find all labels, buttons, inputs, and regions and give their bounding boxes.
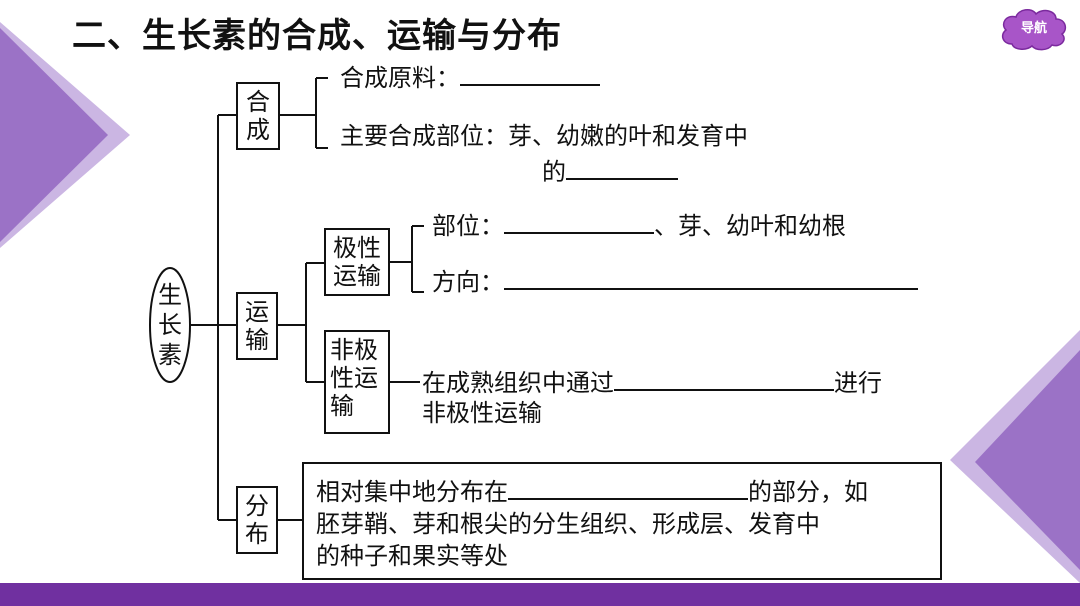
distribution-prefix: 相对集中地分布在 xyxy=(316,478,508,506)
distribution-line3: 的种子和果实等处 xyxy=(316,542,508,570)
nonpolar-label-line: 输 xyxy=(330,392,354,420)
nav-button[interactable]: 导航 xyxy=(998,6,1070,52)
transport-box: 运 输 xyxy=(236,292,278,360)
nonpolar-transport-box: 非极 性运 输 xyxy=(324,330,390,434)
nonpolar-line1: 在成熟组织中通过 进行 xyxy=(422,367,882,397)
distribution-blank xyxy=(508,476,748,500)
root-char: 生 xyxy=(158,281,182,309)
transport-char: 运 xyxy=(245,298,269,326)
page-title: 二、生长素的合成、运输与分布 xyxy=(72,16,562,56)
nonpolar-label-line: 性运 xyxy=(330,364,378,392)
main-site-line2: 的 xyxy=(542,156,678,186)
distribution-char: 分 xyxy=(245,492,269,520)
nonpolar-prefix: 在成熟组织中通过 xyxy=(422,369,614,397)
polar-direction-blank xyxy=(504,266,918,290)
raw-material-label: 合成原料： xyxy=(340,64,460,92)
synthesis-char: 成 xyxy=(246,116,270,144)
polar-direction-row: 方向： xyxy=(432,266,918,296)
root-char: 素 xyxy=(158,341,182,369)
root-label: 生 长 素 xyxy=(158,280,182,370)
synthesis-box: 合 成 xyxy=(236,82,280,150)
nonpolar-label-line: 非极 xyxy=(330,336,378,364)
polar-label-line: 运输 xyxy=(333,262,381,290)
left-triangle xyxy=(0,28,108,242)
distribution-char: 布 xyxy=(245,520,269,548)
distribution-line1: 相对集中地分布在 的部分，如 xyxy=(316,476,940,508)
nav-label: 导航 xyxy=(1020,21,1047,36)
distribution-suffix: 的部分，如 xyxy=(748,478,868,506)
main-site-blank xyxy=(566,156,678,180)
raw-material-row: 合成原料： xyxy=(340,62,600,92)
polar-site-label: 部位： xyxy=(432,212,504,240)
polar-site-suffix: 、芽、幼叶和幼根 xyxy=(654,212,846,240)
distribution-text-box: 相对集中地分布在 的部分，如 胚芽鞘、芽和根尖的分生组织、形成层、发育中 的种子和… xyxy=(302,462,942,580)
polar-transport-box: 极性 运输 xyxy=(324,228,390,296)
nonpolar-suffix: 进行 xyxy=(834,369,882,397)
polar-label-line: 极性 xyxy=(333,234,381,262)
distribution-line2: 胚芽鞘、芽和根尖的分生组织、形成层、发育中 xyxy=(316,510,820,538)
root-char: 长 xyxy=(158,311,182,339)
cloud-icon xyxy=(1001,9,1067,51)
footer-bar xyxy=(0,583,1080,606)
main-site-of: 的 xyxy=(542,158,566,186)
polar-direction-label: 方向： xyxy=(432,268,504,296)
nonpolar-line2: 非极性运输 xyxy=(422,399,542,427)
raw-material-blank xyxy=(460,62,600,86)
polar-site-row: 部位： 、芽、幼叶和幼根 xyxy=(432,210,846,240)
main-site-line1: 主要合成部位：芽、幼嫩的叶和发育中 xyxy=(340,122,748,150)
transport-char: 输 xyxy=(245,326,269,354)
polar-site-blank xyxy=(504,210,654,234)
synthesis-char: 合 xyxy=(246,88,270,116)
nonpolar-blank xyxy=(614,367,834,391)
right-triangle xyxy=(975,350,1080,570)
distribution-box: 分 布 xyxy=(236,486,278,554)
